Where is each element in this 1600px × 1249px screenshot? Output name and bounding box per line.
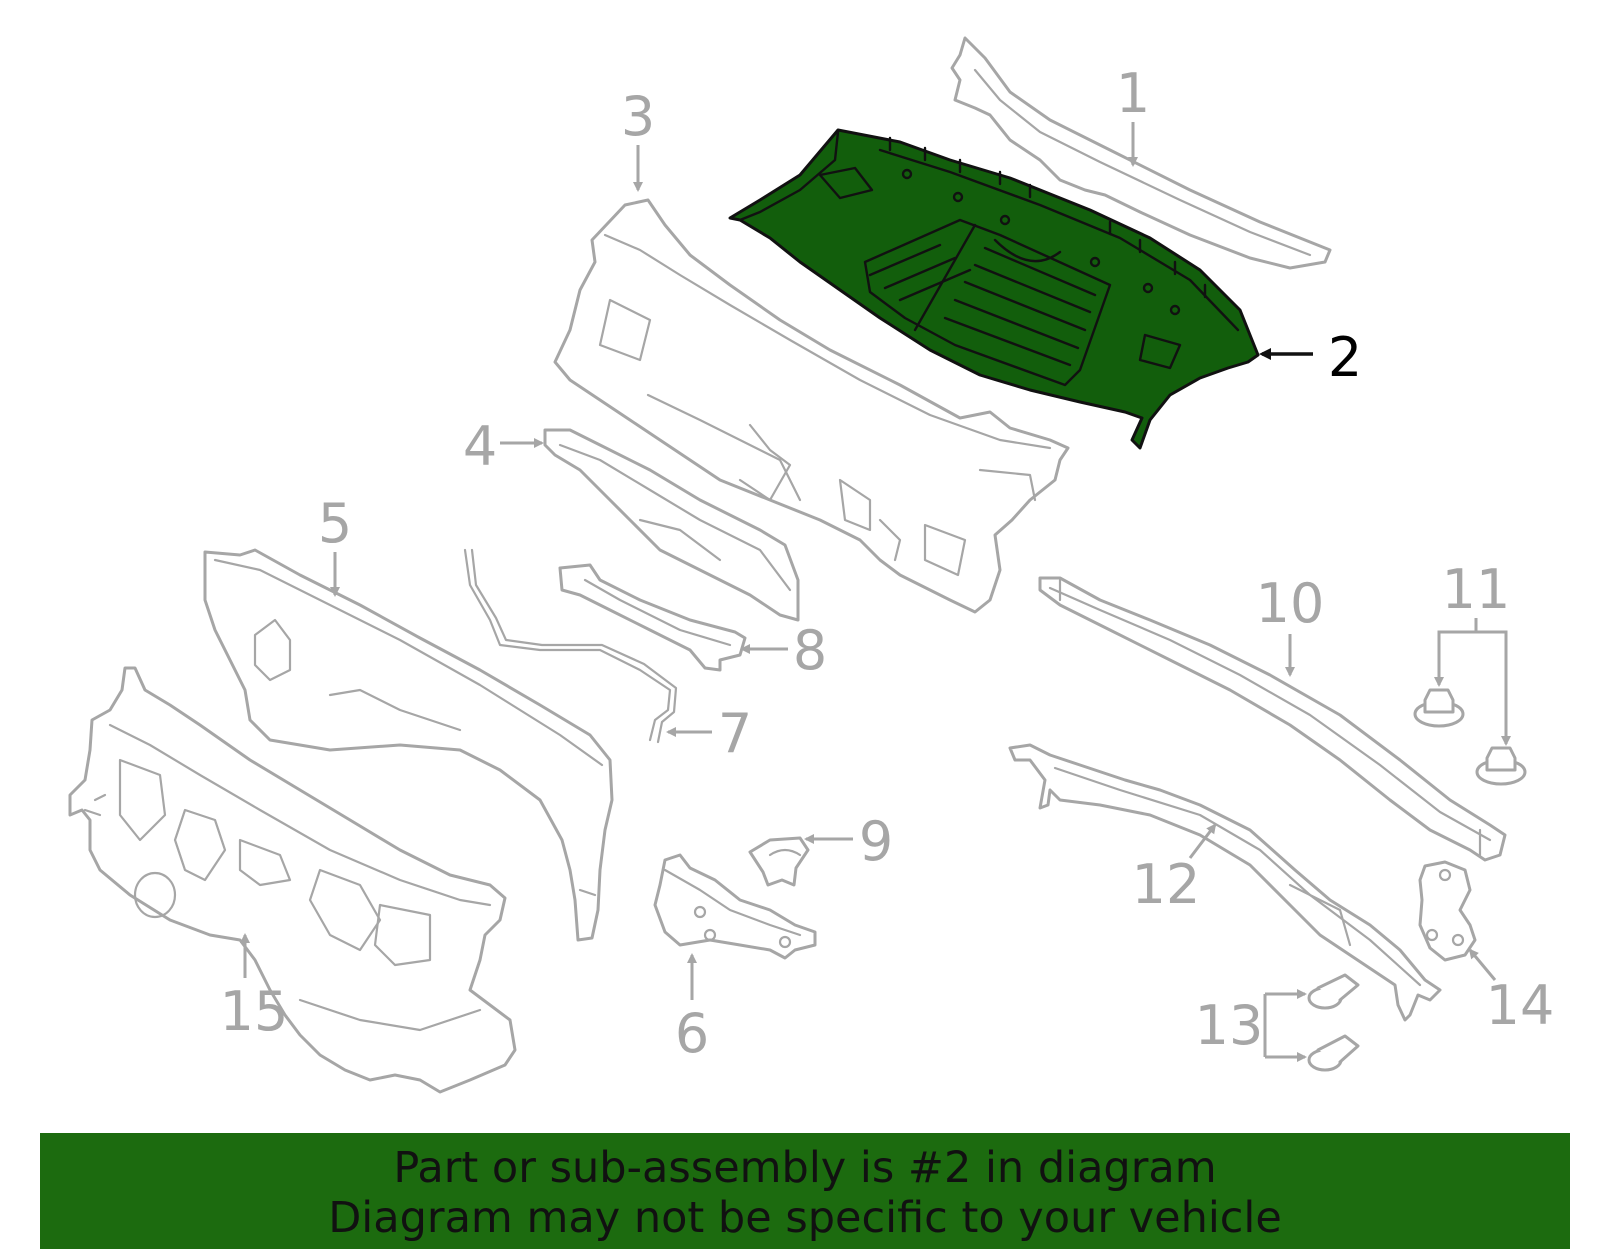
banner-line-1: Part or sub-assembly is #2 in diagram <box>393 1143 1217 1193</box>
part-7-cable <box>463 548 678 744</box>
callout-8: 8 <box>793 619 827 682</box>
callout-leaders <box>240 122 1511 1062</box>
callout-11: 11 <box>1442 558 1511 621</box>
callout-labels: 1 2 3 4 5 6 7 8 9 10 11 12 13 14 15 <box>220 62 1555 1065</box>
part-13-bolt-lower <box>1307 1034 1360 1072</box>
part-11-nut-lower <box>1475 746 1527 786</box>
part-1-cowl-panel <box>950 36 1332 270</box>
part-11-nut-upper <box>1413 688 1465 728</box>
callout-6: 6 <box>675 1002 709 1065</box>
part-9-clip <box>748 836 810 887</box>
leader-14 <box>1468 948 1497 981</box>
callout-2: 2 <box>1328 326 1362 389</box>
callout-1: 1 <box>1116 62 1150 125</box>
callout-10: 10 <box>1256 572 1325 635</box>
callout-4: 4 <box>463 415 497 478</box>
part-4-reinforcement <box>543 428 800 622</box>
callout-5: 5 <box>318 492 352 555</box>
part-10-bar <box>1038 576 1507 862</box>
part-15-dash-panel-lower <box>68 666 517 1094</box>
part-13-bolt-upper <box>1307 973 1360 1010</box>
part-6-bracket <box>653 853 817 960</box>
banner-line-2: Diagram may not be specific to your vehi… <box>328 1193 1282 1243</box>
part-5-insulator <box>203 548 614 942</box>
callout-14: 14 <box>1486 974 1555 1037</box>
callout-15: 15 <box>220 980 289 1043</box>
leader-12 <box>1188 823 1217 859</box>
callout-3: 3 <box>621 85 655 148</box>
part-2-cowl-panel-highlighted <box>728 128 1260 450</box>
part-8-bracket <box>558 563 747 672</box>
callout-7: 7 <box>718 702 752 765</box>
part-12-bar <box>1008 743 1442 1022</box>
callout-12: 12 <box>1132 853 1201 916</box>
leader-11b <box>1476 630 1511 746</box>
leader-11a <box>1434 618 1478 687</box>
callout-9: 9 <box>859 810 893 873</box>
leader-13a <box>1263 994 1305 1057</box>
info-banner: Part or sub-assembly is #2 in diagram Di… <box>40 1133 1570 1249</box>
callout-13: 13 <box>1195 994 1264 1057</box>
part-3-dash-panel <box>553 198 1070 614</box>
part-14-bracket <box>1418 860 1477 962</box>
